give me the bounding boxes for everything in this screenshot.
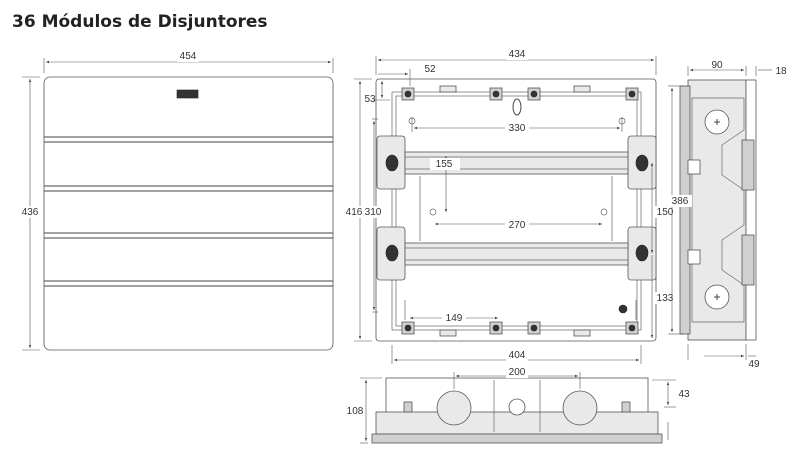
bottom-hole-spacing-label: 149 <box>446 313 463 324</box>
side-height-label: 386 <box>672 196 689 207</box>
flange-depth-label: 49 <box>748 359 760 370</box>
ground-terminal <box>618 304 628 314</box>
brand-label <box>176 89 199 99</box>
back-outer-frame <box>375 78 657 342</box>
front-height-label: 436 <box>22 207 39 218</box>
back-height-label: 416 <box>346 207 363 218</box>
rail-drop-label: 155 <box>436 159 453 170</box>
bottom-view: 200 108 43 <box>344 366 690 444</box>
cover-depth-label: 18 <box>775 66 787 77</box>
din-rail-brackets <box>376 135 657 281</box>
bottom-height-label: 108 <box>347 406 364 417</box>
offset-y-label: 53 <box>364 94 376 105</box>
side-view: 90 18 386 49 <box>668 60 787 370</box>
knockout-left <box>436 390 472 426</box>
middle-hole-spacing-label: 270 <box>509 220 526 231</box>
knockout-spacing-label: 200 <box>509 367 526 378</box>
back-view: 434 52 53 330 155 270 149 416 310 <box>346 48 675 364</box>
side-depth-label: 90 <box>711 60 723 71</box>
lower-offset-label: 133 <box>657 293 674 304</box>
din-rails <box>404 151 629 266</box>
front-width-label: 454 <box>180 51 197 62</box>
front-view: 454 436 <box>18 50 334 351</box>
rail-spacing-label: 150 <box>657 207 674 218</box>
module-rows <box>44 136 333 287</box>
offset-x-label: 52 <box>424 64 436 75</box>
keyhole-slot <box>512 98 522 116</box>
inner-height-label: 310 <box>365 207 382 218</box>
corner-clips <box>401 85 639 337</box>
bottom-width-label: 404 <box>509 350 526 361</box>
knockout-right <box>562 390 598 426</box>
front-cover <box>43 76 334 351</box>
page-title: 36 Módulos de Disjuntores <box>12 12 268 32</box>
back-width-label: 434 <box>509 49 526 60</box>
bottom-lip <box>371 433 663 444</box>
lip-height-label: 43 <box>678 389 690 400</box>
top-hole-spacing-label: 330 <box>509 123 526 134</box>
knockout-center <box>508 398 526 416</box>
